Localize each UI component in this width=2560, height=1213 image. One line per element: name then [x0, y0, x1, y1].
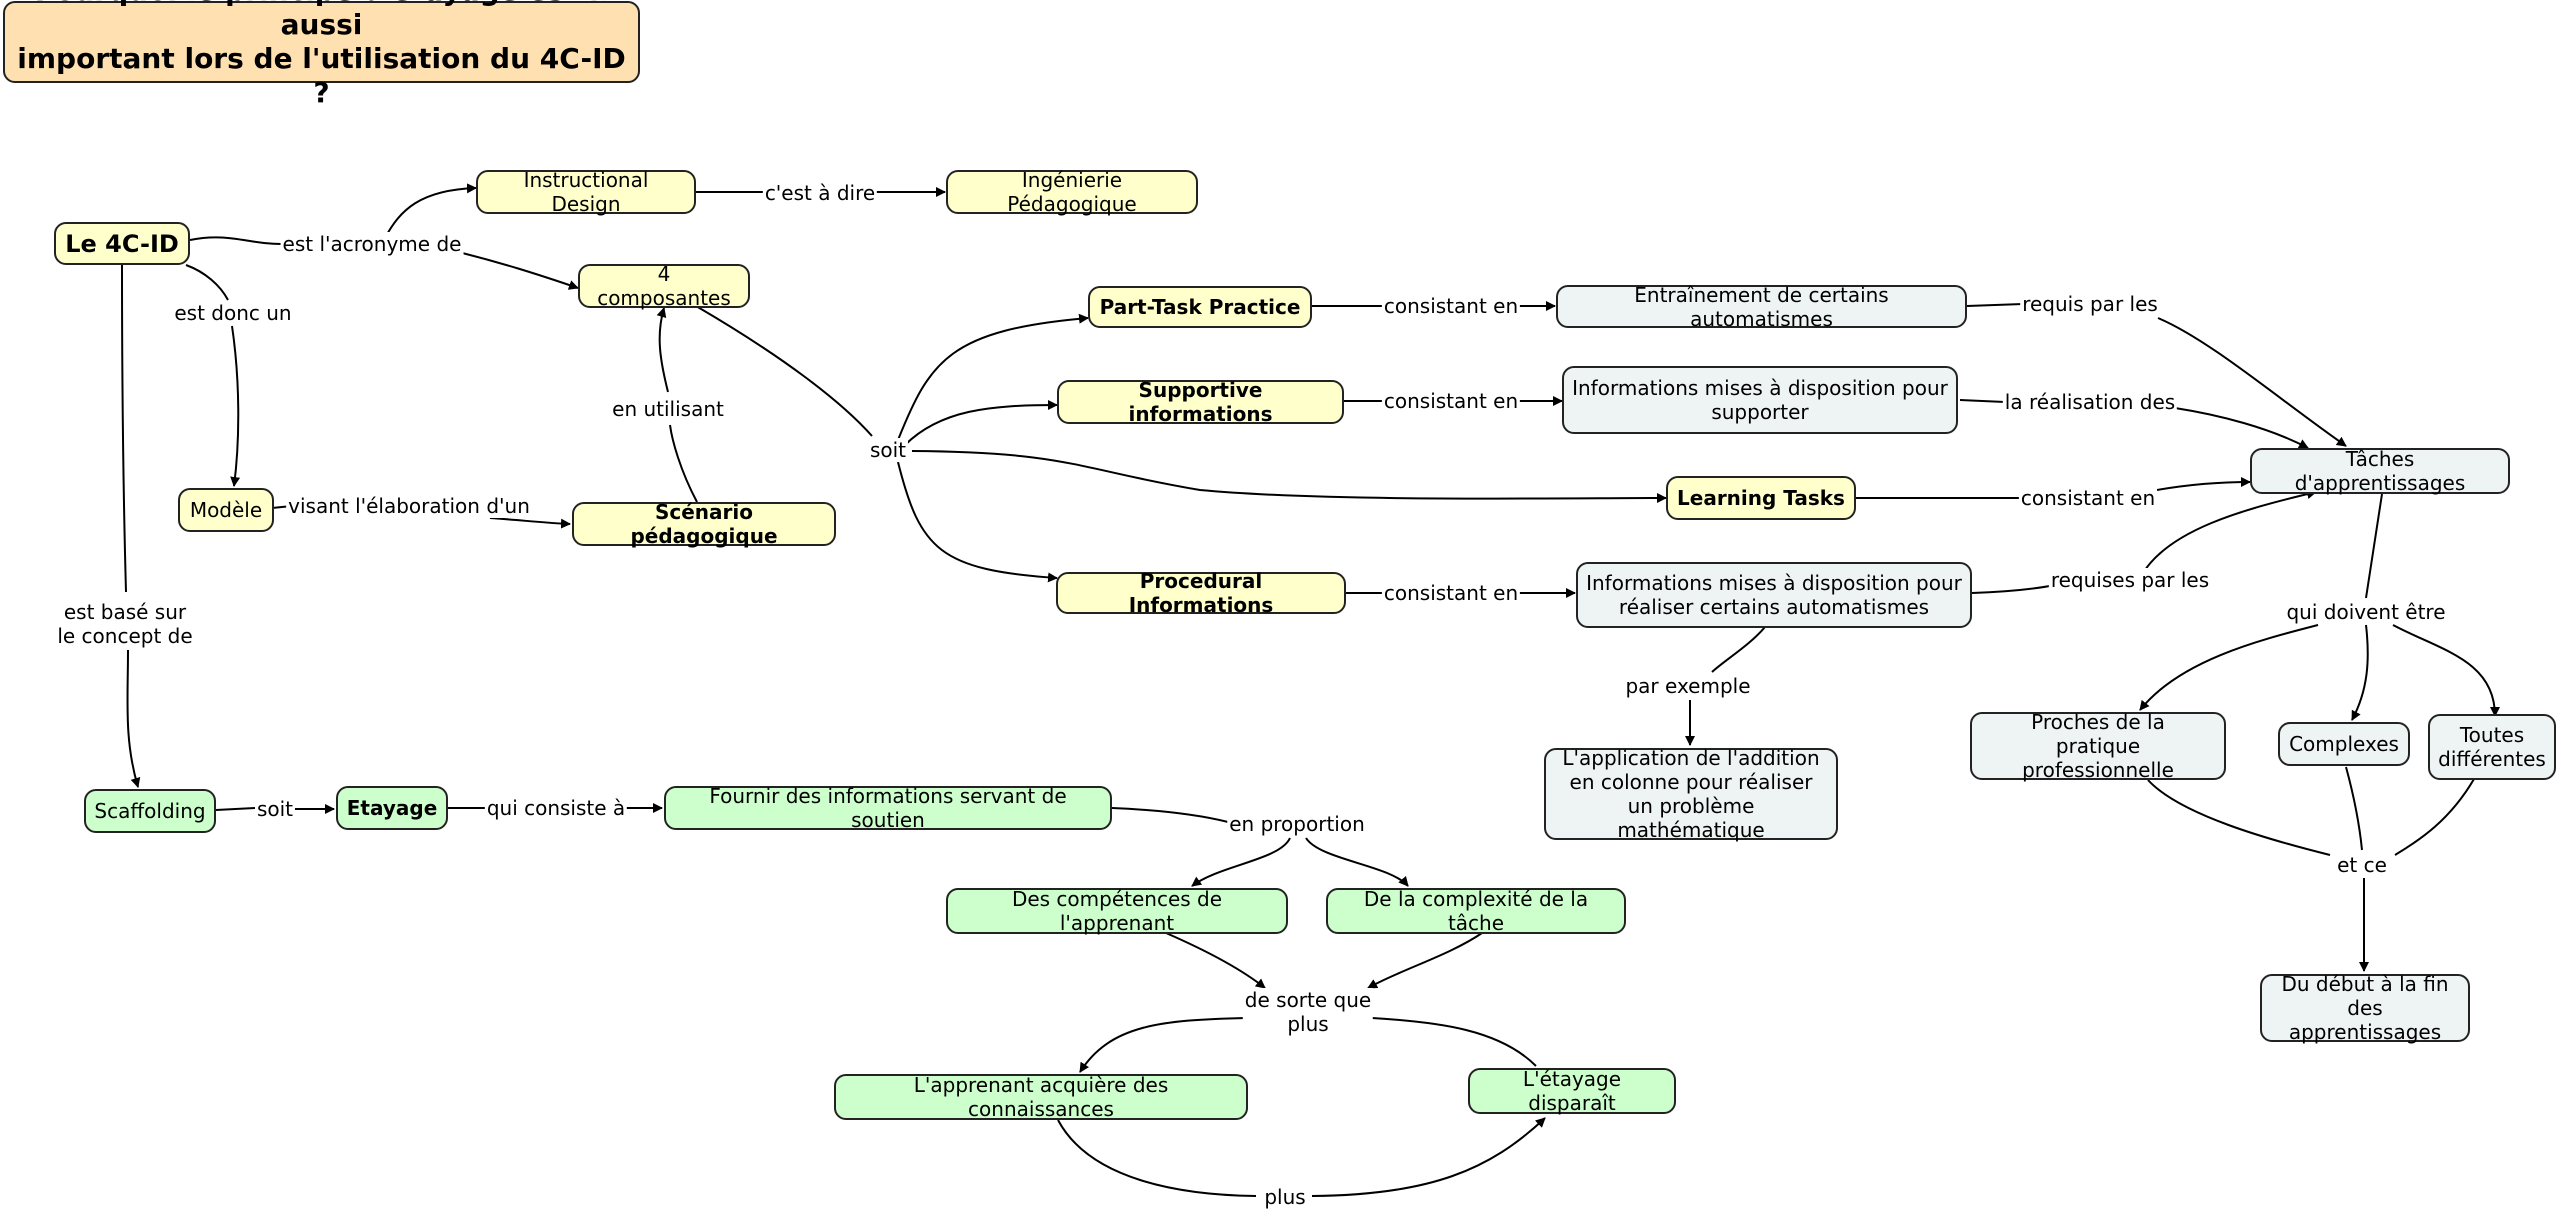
link-complexes-etce [2345, 766, 2363, 851]
label-consistant-3: consistant en [2018, 486, 2158, 510]
node-info-realiser[interactable]: Informations mises à disposition pour ré… [1576, 562, 1972, 628]
node-etayage[interactable]: Etayage [336, 786, 448, 830]
node-procedural-informations[interactable]: Procedural Informations [1056, 569, 1346, 617]
label-soit-2: soit [254, 797, 296, 821]
link-quidoivent-complexes [2351, 624, 2369, 721]
link-consistant-taches [2156, 477, 2251, 491]
link-quidoivent-toutes [2392, 624, 2500, 717]
node-toutes-differentes[interactable]: Toutes différentes [2428, 714, 2556, 780]
label-la-realisation: la réalisation des [2002, 390, 2178, 414]
link-desorte-apprenant [1079, 1017, 1247, 1073]
label-est-donc-un: est donc un [172, 301, 294, 325]
node-application-addition[interactable]: L'application de l'addition en colonne p… [1544, 746, 1838, 842]
label-visant: visant l'élaboration d'un [286, 494, 532, 518]
node-info-supporter[interactable]: Informations mises à disposition pour su… [1562, 366, 1958, 434]
node-complexes[interactable]: Complexes [2278, 722, 2410, 766]
node-supportive-informations[interactable]: Supportive informations [1057, 378, 1344, 426]
link-estdonc-modele [230, 325, 241, 487]
link-le4cid-acronyme [189, 236, 286, 246]
label-et-ce: et ce [2335, 853, 2389, 877]
label-qui-doivent: qui doivent être [2284, 600, 2448, 624]
node-part-task-practice[interactable]: Part-Task Practice [1088, 286, 1312, 328]
node-etayage-disparait[interactable]: L'étayage disparaît [1468, 1067, 1676, 1115]
link-le4cid-estbase [121, 264, 127, 593]
node-taches-apprentissages[interactable]: Tâches d'apprentissages [2250, 447, 2510, 495]
label-qui-consiste: qui consiste à [484, 796, 628, 820]
link-estbase-scaffolding [126, 649, 141, 788]
link-inforealiser-requises [1971, 584, 2056, 594]
link-quidoivent-proches [2139, 624, 2319, 711]
link-acronyme-composantes [449, 249, 579, 290]
link-complexite-desorte [1367, 932, 1483, 989]
link-soit-supportive [904, 400, 1058, 446]
label-consistant-4: consistant en [1381, 581, 1521, 605]
node-debut-fin[interactable]: Du début à la fin des apprentissages [2260, 972, 2470, 1044]
diagram-title: Pourquoi le principe d'étayage est-il au… [3, 0, 640, 109]
label-est-acronyme: est l'acronyme de [280, 232, 464, 256]
link-soit-learning [911, 450, 1667, 504]
label-en-utilisant: en utilisant [610, 397, 726, 421]
label-consistant-1: consistant en [1381, 294, 1521, 318]
label-plus: plus [1262, 1185, 1308, 1209]
node-instructional-design[interactable]: Instructional Design [476, 168, 696, 216]
link-toutes-etce [2394, 778, 2475, 856]
link-plus-etayagedisparait [1311, 1117, 1546, 1197]
node-fournir-informations[interactable]: Fournir des informations servant de sout… [664, 784, 1112, 832]
link-enutilisant-composantes [656, 307, 669, 393]
link-enproportion-complexite [1305, 837, 1409, 887]
node-entrainement[interactable]: Entraînement de certains automatismes [1556, 283, 1967, 331]
link-visant-scenario [489, 517, 571, 529]
node-complexite-tache[interactable]: De la complexité de la tâche [1326, 887, 1626, 935]
link-enproportion-competences [1191, 837, 1291, 887]
link-acronyme-instructional [384, 183, 477, 239]
link-proches-etce [2147, 779, 2331, 856]
link-scenario-enutilisant [669, 424, 698, 503]
link-fournir-enproportion [1111, 807, 1229, 823]
label-requises-par: requises par les [2048, 568, 2212, 592]
link-scaffolding-soit [215, 807, 256, 811]
label-de-sorte: de sorte que plus [1242, 988, 1374, 1036]
link-taches-quidoivent [2365, 493, 2383, 599]
link-competences-desorte [1165, 932, 1266, 989]
node-modele[interactable]: Modèle [178, 488, 274, 532]
node-learning-tasks[interactable]: Learning Tasks [1666, 476, 1856, 520]
label-soit-1: soit [867, 438, 909, 462]
link-realisation-taches [2174, 407, 2309, 449]
label-cest-a-dire: c'est à dire [762, 181, 878, 205]
link-soit-procedural [897, 461, 1058, 583]
node-apprenant-acquiere[interactable]: L'apprenant acquière des connaissances [834, 1073, 1248, 1121]
label-par-exemple: par exemple [1623, 674, 1753, 698]
link-apprenant-plus [1057, 1119, 1257, 1197]
link-composantes-soit [695, 305, 873, 437]
node-competences-apprenant[interactable]: Des compétences de l'apprenant [946, 887, 1288, 935]
node-scaffolding[interactable]: Scaffolding [84, 789, 216, 833]
node-le-4c-id[interactable]: Le 4C-ID [54, 222, 190, 265]
link-desorte-etayagedisparait [1371, 1017, 1537, 1067]
link-requis-taches [2157, 317, 2347, 447]
label-consistant-2: consistant en [1381, 389, 1521, 413]
node-ingenierie-pedagogique[interactable]: Ingénierie Pédagogique [946, 168, 1198, 216]
link-requises-taches [2142, 489, 2317, 574]
link-entrainement-requis [1966, 303, 2024, 307]
node-proches-pratique[interactable]: Proches de la pratique professionnelle [1970, 710, 2226, 782]
link-infosupporter-realisation [1959, 399, 2006, 403]
node-4-composantes[interactable]: 4 composantes [578, 262, 750, 310]
label-en-proportion: en proportion [1227, 812, 1367, 836]
link-soit-parttask [897, 313, 1089, 441]
label-est-base: est basé sur le concept de [55, 600, 195, 648]
link-le4cid-estdonc [185, 264, 229, 301]
link-inforealiser-parexemple [1711, 626, 1766, 673]
label-requis-par: requis par les [2020, 292, 2160, 316]
node-scenario-pedagogique[interactable]: Scénario pédagogique [572, 500, 836, 548]
